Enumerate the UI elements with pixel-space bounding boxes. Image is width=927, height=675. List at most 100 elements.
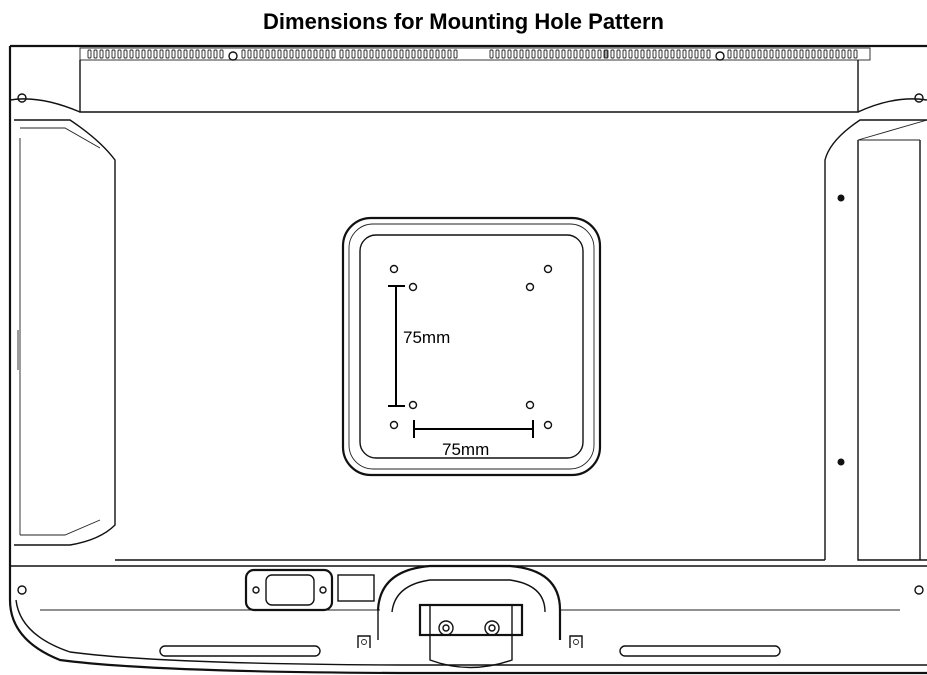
vent-slot bbox=[628, 49, 633, 59]
power-inlet bbox=[244, 568, 375, 612]
vent-slot bbox=[135, 49, 140, 59]
vent-slot bbox=[393, 49, 398, 59]
vent-slot bbox=[817, 49, 822, 59]
right-screw-upper bbox=[837, 194, 845, 202]
vent-slot bbox=[183, 49, 188, 59]
right-screw-lower bbox=[837, 458, 845, 466]
vent-slot bbox=[799, 49, 804, 59]
vent-slot bbox=[841, 49, 846, 59]
mount-hole-inner-bl bbox=[408, 400, 418, 410]
vent-slot bbox=[363, 49, 368, 59]
vent-slot bbox=[603, 49, 608, 59]
mount-hole-inner-tl bbox=[408, 282, 418, 292]
stand-bracket bbox=[376, 564, 562, 669]
vent-slot bbox=[682, 49, 687, 59]
vent-slot bbox=[117, 49, 122, 59]
vent-slot bbox=[201, 49, 206, 59]
vent-slot bbox=[381, 49, 386, 59]
vent-slot bbox=[429, 49, 434, 59]
right-side-grip bbox=[824, 119, 927, 561]
foot-slot-left bbox=[159, 645, 321, 657]
corner-screw-bottom-left bbox=[17, 585, 27, 595]
vent-slot bbox=[543, 49, 548, 59]
vent-slot bbox=[307, 49, 312, 59]
vent-slot bbox=[153, 49, 158, 59]
vent-slot bbox=[694, 49, 699, 59]
vesa-plate-mid bbox=[348, 223, 595, 470]
vent-slot bbox=[111, 49, 116, 59]
vent-slot bbox=[847, 49, 852, 59]
tab-right bbox=[569, 635, 583, 648]
vent-slot bbox=[165, 49, 170, 59]
vent-slot bbox=[555, 49, 560, 59]
diagram-title: Dimensions for Mounting Hole Pattern bbox=[263, 9, 664, 34]
vent-slot bbox=[751, 49, 756, 59]
right-side-grip-top bbox=[857, 119, 927, 141]
stand-screw-left bbox=[438, 620, 454, 636]
vesa-plate-inner bbox=[359, 234, 584, 459]
vent-slot bbox=[745, 49, 750, 59]
vent-slot bbox=[640, 49, 645, 59]
vent-slot bbox=[733, 49, 738, 59]
vent-slot bbox=[405, 49, 410, 59]
vent-slot bbox=[585, 49, 590, 59]
chassis-bottom-curve bbox=[15, 599, 927, 666]
vent-slot bbox=[93, 49, 98, 59]
vent-slot bbox=[271, 49, 276, 59]
left-side-grip bbox=[14, 119, 116, 546]
top-screw-right bbox=[715, 51, 725, 61]
vent-slot bbox=[435, 49, 440, 59]
vent-slot bbox=[537, 49, 542, 59]
vent-slot bbox=[688, 49, 693, 59]
vent-slot bbox=[763, 49, 768, 59]
vent-slot bbox=[519, 49, 524, 59]
top-band bbox=[79, 60, 859, 113]
vent-slot bbox=[247, 49, 252, 59]
mount-hole-inner-tr bbox=[525, 282, 535, 292]
vent-slot bbox=[549, 49, 554, 59]
vent-slot bbox=[507, 49, 512, 59]
vent-slot bbox=[87, 49, 92, 59]
vent-slot bbox=[313, 49, 318, 59]
vent-slot bbox=[769, 49, 774, 59]
vent-slot bbox=[664, 49, 669, 59]
vent-slot bbox=[301, 49, 306, 59]
vent-slot bbox=[129, 49, 134, 59]
vent-slot bbox=[727, 49, 732, 59]
vent-slot bbox=[213, 49, 218, 59]
vent-slot bbox=[265, 49, 270, 59]
vent-slot bbox=[189, 49, 194, 59]
horizontal-dimension-line bbox=[413, 420, 534, 438]
vent-slot bbox=[325, 49, 330, 59]
mount-hole-outer-br bbox=[543, 420, 553, 430]
vent-slot bbox=[375, 49, 380, 59]
vertical-dimension-label: 75mm bbox=[403, 328, 450, 347]
vent-slot bbox=[399, 49, 404, 59]
vent-slot bbox=[411, 49, 416, 59]
vent-slot bbox=[387, 49, 392, 59]
vent-slot bbox=[369, 49, 374, 59]
vent-slot bbox=[739, 49, 744, 59]
vent-slot bbox=[207, 49, 212, 59]
vent-slot bbox=[159, 49, 164, 59]
vent-slot bbox=[646, 49, 651, 59]
top-vent-strip bbox=[79, 47, 871, 61]
vent-slot bbox=[277, 49, 282, 59]
vent-slot bbox=[141, 49, 146, 59]
vesa-plate-outer bbox=[341, 216, 602, 477]
vent-slot bbox=[811, 49, 816, 59]
mount-hole-inner-br bbox=[525, 400, 535, 410]
vent-slot bbox=[670, 49, 675, 59]
vent-slot bbox=[591, 49, 596, 59]
vent-slot bbox=[634, 49, 639, 59]
vent-slot bbox=[604, 49, 609, 59]
vent-slot bbox=[495, 49, 500, 59]
vent-slot bbox=[835, 49, 840, 59]
vent-slot bbox=[501, 49, 506, 59]
vent-slot bbox=[700, 49, 705, 59]
vent-slot bbox=[793, 49, 798, 59]
vent-slot bbox=[171, 49, 176, 59]
vent-slot bbox=[757, 49, 762, 59]
vent-slot bbox=[823, 49, 828, 59]
